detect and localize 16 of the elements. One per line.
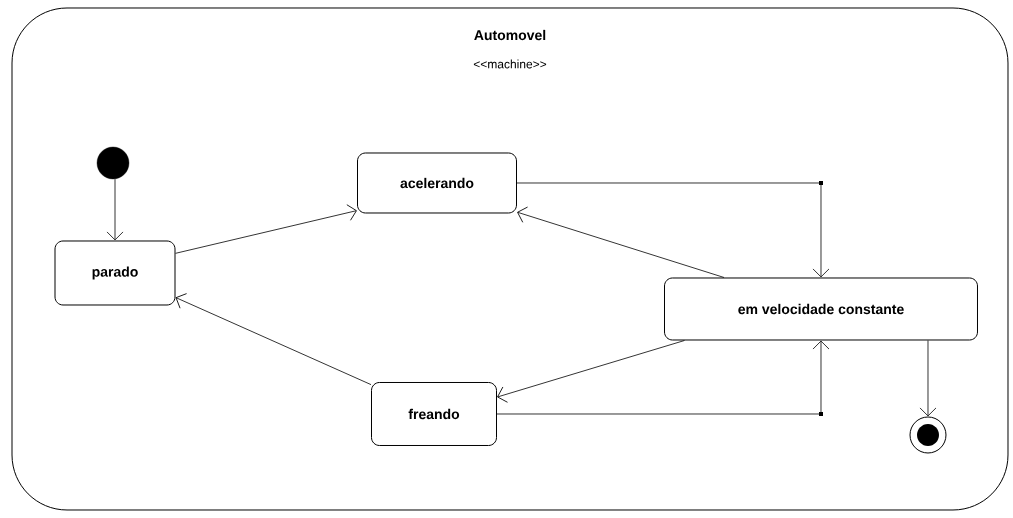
state-box: parado <box>54 240 176 306</box>
transition-arrow <box>497 340 685 403</box>
state-box: em velocidade constante <box>664 277 978 341</box>
transition-arrow <box>496 340 830 416</box>
transition-arrow <box>106 178 124 241</box>
state-box: acelerando <box>357 152 517 214</box>
transition-arrow <box>175 204 357 254</box>
transition-arrow <box>919 340 937 417</box>
final-state <box>909 416 947 454</box>
machine-title: Automovel <box>474 29 546 41</box>
state-box: freando <box>371 382 497 446</box>
transition-arrow <box>516 181 830 278</box>
initial-state <box>96 146 130 180</box>
transition-arrow <box>517 206 725 278</box>
stereotype-label: <<machine>> <box>473 59 547 69</box>
transition-arrow <box>175 293 372 385</box>
